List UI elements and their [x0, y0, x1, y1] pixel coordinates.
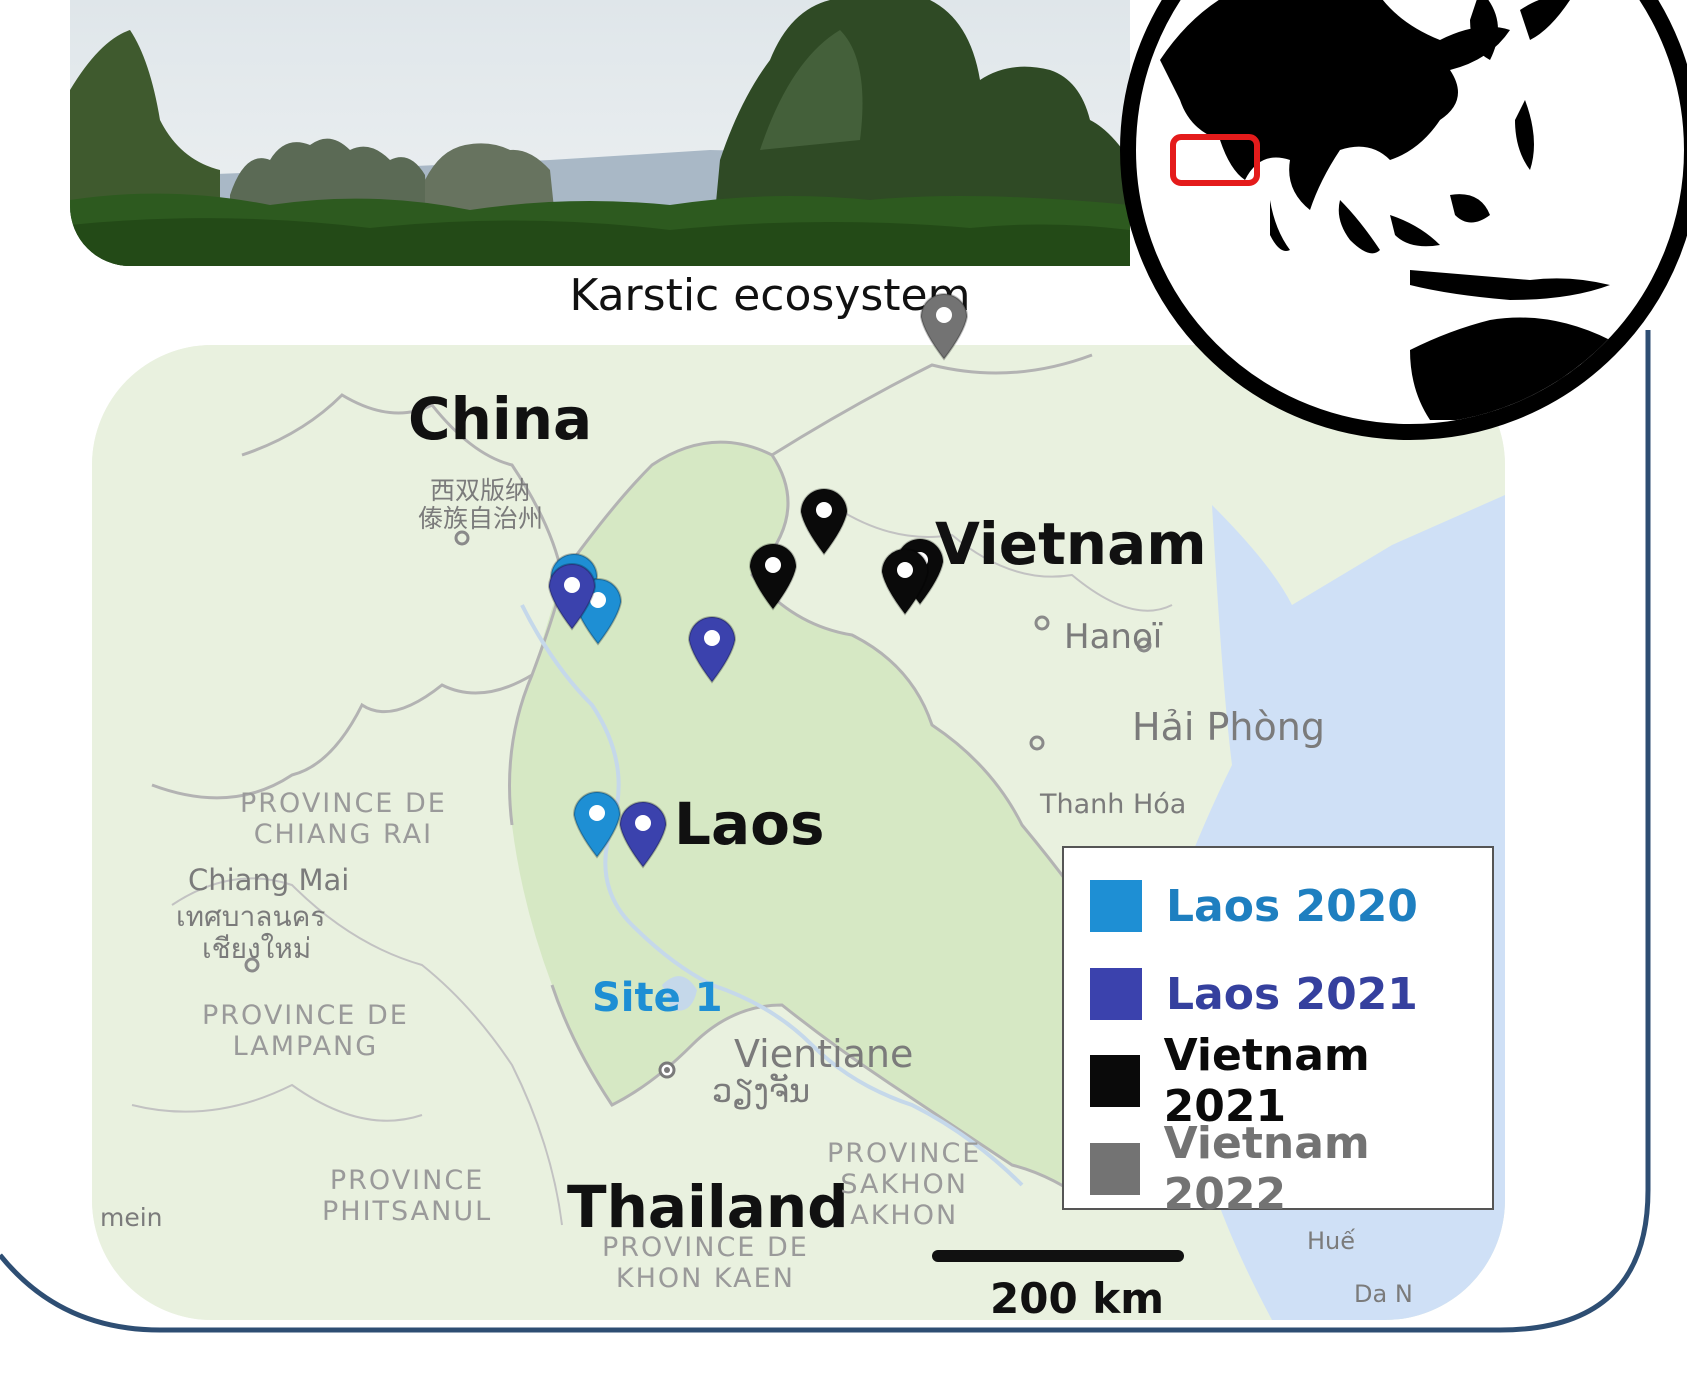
map-pin-icon: [618, 801, 668, 869]
label-chiang-mai-thai-1: เทศบาลนคร: [176, 900, 326, 933]
map-pin-icon: [880, 548, 930, 616]
site-pin-laos-2020[interactable]: [571, 787, 623, 864]
province-lampang: PROVINCE DE LAMPANG: [202, 1000, 409, 1062]
label-thanh-hoa: Thanh Hóa: [1040, 789, 1187, 820]
legend-label-vietnam-2022: Vietnam 2022: [1163, 1118, 1370, 1220]
map-pin-icon: [748, 543, 798, 611]
province-sakhon-line3: AKHON: [850, 1200, 959, 1231]
label-china: China: [408, 385, 593, 453]
globe-inset: [1120, 0, 1687, 440]
label-xishuangbanna-2: 傣族自治州: [418, 504, 544, 533]
site-pin-laos-2021[interactable]: [546, 559, 598, 636]
site-pin-vietnam-2021[interactable]: [879, 544, 931, 621]
label-hue: Huế: [1307, 1227, 1356, 1255]
province-chiang-rai-line1: PROVINCE DE: [240, 788, 447, 819]
label-vientiane: Vientiane: [734, 1032, 914, 1076]
province-khon-kaen: PROVINCE DE KHON KAEN: [602, 1232, 809, 1294]
province-sakhon-line2: SAKHON: [840, 1169, 968, 1200]
map-pin-icon: [547, 563, 597, 631]
label-hanoi: Hanoï: [1064, 617, 1163, 657]
province-sakhon-line1: PROVINCE: [827, 1138, 982, 1169]
legend-swatch-vietnam-2021: [1090, 1055, 1140, 1107]
label-chiang-mai: Chiang Mai: [188, 863, 350, 897]
province-phitsanulok-line1: PROVINCE: [329, 1165, 485, 1196]
legend-swatch-laos-2021: [1090, 968, 1142, 1020]
province-chiang-rai: PROVINCE DE CHIANG RAI: [240, 788, 447, 850]
site-pin-laos-2021[interactable]: [617, 797, 669, 874]
legend-label-laos-2020: Laos 2020: [1166, 880, 1418, 932]
site-1-label: Site 1: [592, 975, 723, 1021]
province-lampang-line1: PROVINCE DE: [202, 1000, 409, 1031]
label-hai-phong: Hải Phòng: [1132, 705, 1325, 749]
province-sakhon: PROVINCE SAKHON AKHON: [827, 1138, 981, 1231]
legend-label-vietnam-2021: Vietnam 2021: [1163, 1030, 1370, 1132]
legend-item-vietnam-2021: Vietnam 2021: [1090, 1030, 1492, 1132]
site-pin-vietnam-2021[interactable]: [798, 484, 850, 561]
label-xishuangbanna-1: 西双版纳: [430, 476, 531, 505]
label-mein: mein: [100, 1203, 163, 1232]
karst-photo: [70, 0, 1130, 266]
label-thailand: Thailand: [567, 1173, 849, 1241]
legend: Laos 2020 Laos 2021 Vietnam 2021 Vietnam…: [1062, 846, 1494, 1220]
legend-item-laos-2020: Laos 2020: [1090, 878, 1418, 934]
map-pin-icon: [572, 791, 622, 859]
scale-bar: [932, 1250, 1184, 1262]
label-da-nang: Da N: [1354, 1280, 1413, 1308]
map-pin-icon: [919, 293, 969, 361]
province-phitsanulok: PROVINCE PHITSANUL: [322, 1165, 492, 1227]
province-khon-kaen-line2: KHON KAEN: [615, 1263, 795, 1294]
label-laos: Laos: [674, 790, 825, 858]
map-pin-icon: [687, 616, 737, 684]
legend-item-laos-2021: Laos 2021: [1090, 966, 1418, 1022]
province-khon-kaen-line1: PROVINCE DE: [602, 1232, 809, 1263]
scale-label: 200 km: [990, 1274, 1164, 1323]
province-lampang-line2: LAMPANG: [232, 1031, 379, 1062]
map-pin-icon: [799, 488, 849, 556]
label-vietnam: Vietnam: [935, 510, 1207, 578]
legend-swatch-vietnam-2022: [1090, 1143, 1140, 1195]
site-pin-vietnam-2022[interactable]: [918, 289, 970, 366]
label-chiang-mai-thai-2: เชียงใหม่: [202, 932, 312, 965]
site-pin-vietnam-2021[interactable]: [747, 539, 799, 616]
legend-label-laos-2021: Laos 2021: [1166, 968, 1418, 1020]
site-pin-laos-2021[interactable]: [686, 612, 738, 689]
label-vientiane-lao: ວຽງຈັນ: [712, 1072, 811, 1110]
legend-item-vietnam-2022: Vietnam 2022: [1090, 1118, 1492, 1220]
legend-swatch-laos-2020: [1090, 880, 1142, 932]
photo-caption: Karstic ecosystem: [569, 270, 971, 321]
province-phitsanulok-line2: PHITSANUL: [322, 1196, 493, 1227]
province-chiang-rai-line2: CHIANG RAI: [253, 819, 434, 850]
